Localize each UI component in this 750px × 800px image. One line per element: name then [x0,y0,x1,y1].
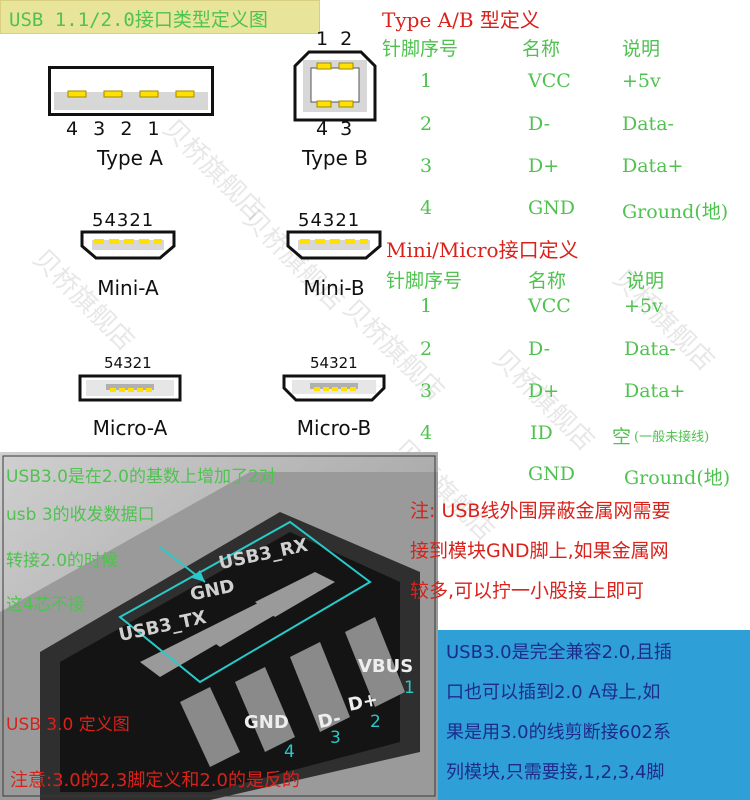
pin-name: D- [528,113,551,135]
page-title: USB 1.1/2.0接口类型定义图 [9,9,268,31]
micro-a-pin-numbers: 54321 [104,354,152,372]
type-a-drawing [48,66,214,116]
pin-desc: 空 [612,426,632,448]
pin-desc: Data- [624,338,676,360]
pin-number: 1 [420,295,433,317]
pin-name: D+ [528,380,560,402]
micro-b-connector [282,374,386,402]
usb3-note-line2: usb 3的收发数据口 [6,505,155,525]
usb3-title: USB 3.0 定义图 [6,715,130,735]
pin-desc: Ground(地) [622,201,729,223]
usb3-warning: 注意:3.0的2,3脚定义和2.0的是反的 [10,770,300,791]
pin-name: D+ [528,155,560,177]
mini-a-connector [80,230,176,260]
mini-header-name: 名称 [528,270,567,292]
pin-number: 2 [420,338,433,360]
pin-desc: Ground(地) [624,467,731,489]
micro-a-connector [78,374,182,402]
pin-desc: +5v [622,70,661,92]
pin-name: D- [528,338,551,360]
usb3-drawing [0,452,438,800]
usb3-note-line3: 转接2.0的时候 [6,551,119,571]
mini-header-desc: 说明 [626,270,665,292]
compat-note-box: USB3.0是完全兼容2.0,且插 口也可以插到2.0 A母上,如 果是用3.0… [438,630,750,800]
pin-desc: Data+ [624,380,686,402]
pin-name: VCC [528,295,571,317]
type-b-drawing [293,50,377,122]
mini-header-pin: 针脚序号 [386,270,463,292]
shield-note-line2: 接到模块GND脚上,如果金属网 [410,540,669,562]
type-ab-header-name: 名称 [522,38,561,60]
micro-a-drawing [78,374,182,402]
mini-a-pin-numbers: 54321 [92,210,155,231]
usb3-pin-3: 3 [330,728,341,748]
usb3-note-line4: 这4芯不接 [6,595,85,615]
type-ab-header-desc: 说明 [622,38,661,60]
mini-b-pin-numbers: 54321 [298,210,361,231]
usb3-photo: USB3.0是在2.0的基数上增加了2对 usb 3的收发数据口 转接2.0的时… [0,452,438,800]
usb3-gnd-bottom-label: GND [244,712,289,733]
type-a-pin-numbers: 4 3 2 1 [66,118,161,140]
pin-number: 2 [420,113,433,135]
pin-name: GND [528,463,576,485]
compat-note-line3: 果是用3.0的线剪断接602系 [446,722,671,743]
pin-desc: Data- [622,113,674,135]
pin-number: 1 [420,70,433,92]
pin-name: ID [530,422,553,444]
usb3-pin-1: 1 [404,678,415,698]
pin-name: GND [528,197,576,219]
type-b-label: Type B [301,146,368,170]
pin-number: 3 [420,380,433,402]
shield-note-line1: 注: USB线外围屏蔽金属网需要 [410,500,671,522]
type-b-pin-top: 1 2 [316,28,353,50]
type-ab-title: Type A/B 型定义 [382,8,540,32]
pin-number: 4 [420,197,433,219]
pin-number: 3 [420,155,433,177]
micro-b-label: Micro-B [296,416,372,440]
type-a-connector [48,66,214,116]
pin-number: 4 [420,422,433,444]
micro-b-drawing [282,374,386,402]
mini-b-drawing [286,230,382,260]
mini-b-label: Mini-B [303,276,365,300]
pin-desc: +5v [624,295,663,317]
type-ab-header-pin: 针脚序号 [382,38,459,60]
shield-note-line3: 较多,可以拧一小股接上即可 [410,580,645,602]
usb3-pin-2: 2 [370,712,381,732]
compat-note-line1: USB3.0是完全兼容2.0,且插 [446,642,672,663]
type-b-pin-bottom: 4 3 [316,118,353,140]
usb3-vbus-label: VBUS [358,656,414,677]
compat-note-line4: 列模块,只需要接,1,2,3,4脚 [446,762,665,783]
usb3-note-line1: USB3.0是在2.0的基数上增加了2对 [6,467,276,487]
pin-desc: Data+ [622,155,684,177]
micro-a-label: Micro-A [92,416,168,440]
micro-b-pin-numbers: 54321 [310,354,358,372]
mini-a-drawing [80,230,176,260]
compat-note-line2: 口也可以插到2.0 A母上,如 [446,682,661,703]
mini-a-label: Mini-A [97,276,159,300]
mini-micro-title: Mini/Micro接口定义 [386,238,579,262]
usb3-pin-4: 4 [284,742,295,762]
type-a-label: Type A [97,146,163,170]
pin-name: VCC [528,70,571,92]
mini-b-connector [286,230,382,260]
type-b-connector [293,50,377,122]
pin-id-note: (一般未接线) [634,430,710,445]
title-banner: USB 1.1/2.0接口类型定义图 [0,0,320,34]
